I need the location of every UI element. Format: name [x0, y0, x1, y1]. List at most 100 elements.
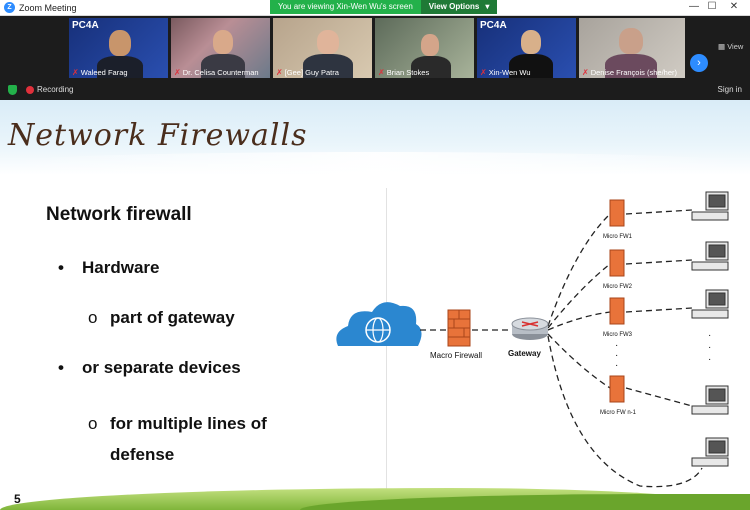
network-diagram: Macro Firewall Gateway Micro FW1 Micro F…	[330, 188, 750, 493]
view-label: View	[727, 42, 744, 51]
maximize-button[interactable]: ☐	[707, 1, 717, 12]
micro-fw-label: Micro FW2	[603, 284, 633, 290]
bullet-text: for multiple lines of defense	[110, 414, 267, 464]
window-title: Zoom Meeting	[19, 2, 77, 13]
shared-screen-slide: Network Firewalls Network firewall • Hard…	[0, 100, 750, 510]
bullet-dot-icon: •	[58, 358, 64, 377]
participant-body	[201, 54, 245, 78]
participant-tile[interactable]: PC4A ✗Xin-Wen Wu	[477, 18, 576, 78]
header-swoosh	[0, 152, 750, 174]
bullet-text: part of gateway	[110, 308, 235, 327]
participant-name: ✗Denise François (she/her)	[582, 68, 677, 77]
slide-header-band	[0, 100, 750, 175]
participant-video	[109, 30, 131, 56]
internet-cloud-icon	[336, 302, 422, 346]
share-banner: You are viewing Xin-Wen Wu's screen View…	[270, 0, 498, 14]
ellipsis-dot: ·	[615, 350, 618, 361]
meeting-status-bar: Recording Sign in	[0, 80, 750, 100]
participant-body	[303, 54, 353, 78]
participant-name-text: Dr. Celisa Counterman	[182, 68, 259, 77]
record-dot-icon	[26, 85, 34, 94]
participant-video	[619, 28, 643, 54]
sub-bullet-item: o for multiple lines of defense	[88, 408, 318, 470]
mic-muted-icon: ✗	[72, 68, 79, 77]
bullet-item: • or separate devices	[58, 358, 241, 378]
bullet-text: or separate devices	[82, 358, 241, 377]
computer-icons	[691, 191, 729, 467]
mic-muted-icon: ✗	[480, 68, 487, 77]
participant-name: ✗Dr. Celisa Counterman	[174, 68, 259, 77]
participant-name: ✗Brian Stokes	[378, 68, 429, 77]
chevron-right-icon: ›	[697, 57, 701, 69]
app-title: Z Zoom Meeting	[4, 2, 77, 13]
diagram-panel	[386, 188, 750, 493]
view-button[interactable]: ▦ View	[718, 42, 743, 51]
diagram-svg: Macro Firewall Gateway Micro FW1 Micro F…	[336, 191, 729, 488]
encryption-shield-icon[interactable]	[8, 85, 17, 95]
mic-muted-icon: ✗	[174, 68, 181, 77]
micro-fw-label: Micro FW n-1	[600, 410, 637, 416]
slide-title: Network Firewalls	[8, 118, 308, 153]
org-badge: PC4A	[72, 20, 99, 31]
recording-label: Recording	[37, 85, 74, 94]
mic-muted-icon: ✗	[378, 68, 385, 77]
bullet-dot-icon: •	[58, 258, 64, 277]
macro-firewall-label: Macro Firewall	[430, 351, 482, 360]
view-options-button[interactable]: View Options ▾	[420, 0, 498, 14]
sub-bullet-icon: o	[88, 308, 98, 327]
macro-firewall-icon	[447, 309, 471, 347]
participant-name: ✗[Gee] Guy Patra	[276, 68, 339, 77]
participant-video	[213, 30, 233, 54]
participant-body	[97, 56, 143, 78]
participant-body	[411, 56, 451, 78]
participant-name-text: Brian Stokes	[386, 68, 430, 77]
participant-body	[509, 54, 553, 78]
participant-name: ✗Xin-Wen Wu	[480, 68, 531, 77]
grid-icon: ▦	[718, 42, 726, 51]
close-button[interactable]: ✕	[729, 1, 739, 12]
mic-muted-icon: ✗	[276, 68, 283, 77]
sub-bullet-item: o part of gateway	[88, 308, 235, 328]
bullet-item: • Hardware	[58, 258, 159, 278]
participant-name-text: [Gee] Guy Patra	[284, 68, 339, 77]
participant-name-text: Denise François (she/her)	[590, 68, 677, 77]
next-page-button[interactable]: ›	[690, 54, 708, 72]
ellipsis-dot: ·	[708, 330, 711, 341]
ellipsis-dot: ·	[708, 342, 711, 353]
recording-indicator[interactable]: Recording	[26, 85, 73, 94]
chevron-down-icon: ▾	[485, 2, 490, 11]
participant-tile[interactable]: PC4A ✗Waleed Farag	[69, 18, 168, 78]
slide-footer-grass-dark	[300, 494, 750, 510]
participant-video	[421, 34, 439, 56]
ellipsis-dot: ·	[708, 354, 711, 365]
participant-video	[317, 30, 339, 54]
participant-name-text: Waleed Farag	[80, 68, 128, 77]
participant-tile[interactable]: ✗Dr. Celisa Counterman	[171, 18, 270, 78]
view-options-label: View Options	[428, 2, 480, 11]
participant-tile[interactable]: ✗Brian Stokes	[375, 18, 474, 78]
participant-tile[interactable]: ✗Denise François (she/her)	[579, 18, 685, 78]
participant-name: ✗Waleed Farag	[72, 68, 128, 77]
org-badge: PC4A	[480, 20, 507, 31]
zoom-logo-icon: Z	[4, 2, 15, 13]
slide-page-number: 5	[14, 492, 21, 506]
slide-heading: Network firewall	[46, 204, 192, 225]
sub-bullet-icon: o	[88, 414, 98, 433]
participant-name-text: Xin-Wen Wu	[488, 68, 531, 77]
title-bar: Z Zoom Meeting You are viewing Xin-Wen W…	[0, 0, 750, 16]
network-links	[420, 209, 703, 488]
micro-fw-label: Micro FW1	[603, 234, 633, 240]
sign-in-link[interactable]: Sign in	[717, 85, 742, 94]
gateway-router-icon	[511, 317, 549, 340]
minimize-button[interactable]: —	[689, 1, 699, 12]
ellipsis-dot: ·	[615, 360, 618, 371]
ellipsis-dot: ·	[615, 340, 618, 351]
viewing-screen-label: You are viewing Xin-Wen Wu's screen	[270, 0, 421, 14]
participant-video	[521, 30, 541, 54]
micro-fw-label: Micro FW3	[603, 332, 633, 338]
gateway-label: Gateway	[508, 349, 541, 358]
bullet-text: Hardware	[82, 258, 160, 277]
participant-tile[interactable]: ✗[Gee] Guy Patra	[273, 18, 372, 78]
participant-gallery: PC4A ✗Waleed Farag ✗Dr. Celisa Counterma…	[0, 16, 750, 80]
